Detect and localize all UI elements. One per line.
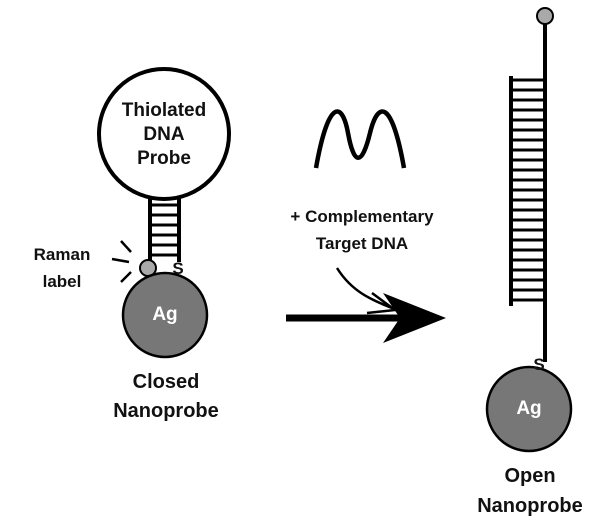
raman-label-line2: label [42,272,82,291]
curved-pointer-arrow [335,267,393,310]
target-dna-wave [313,109,407,169]
stem-base-pairs [150,203,179,257]
closed-nanoprobe [97,67,231,359]
reaction-label-line1: + Complementary [290,207,434,226]
closed-caption-line1: Closed [132,371,200,393]
silver-nanoparticle-closed [121,271,209,359]
thiol-sulfur-label-closed: S [172,259,184,278]
hairpin-loop [97,67,231,201]
particle-label-closed: Ag [152,304,178,325]
reaction-graphics [286,109,446,343]
raman-emission-lines [111,240,132,283]
particle-label-open: Ag [516,398,542,419]
loop-label-line3: Probe [137,148,191,169]
duplex-base-pairs [511,78,545,302]
raman-label-line1: Raman [33,245,91,264]
silver-nanoparticle-open [485,365,573,453]
thiol-sulfur-label-open: S [533,355,545,374]
open-nanoprobe [485,7,573,453]
raman-label-dot-open [536,7,554,25]
open-caption-line1: Open [504,465,556,487]
closed-caption-line2: Nanoprobe [113,400,219,422]
reaction-arrow-head [383,293,446,343]
loop-label-line1: Thiolated [121,100,207,121]
reaction-label-line2: Target DNA [315,234,409,253]
loop-label-line2: DNA [143,124,185,145]
open-caption-line2: Nanoprobe [477,495,583,517]
